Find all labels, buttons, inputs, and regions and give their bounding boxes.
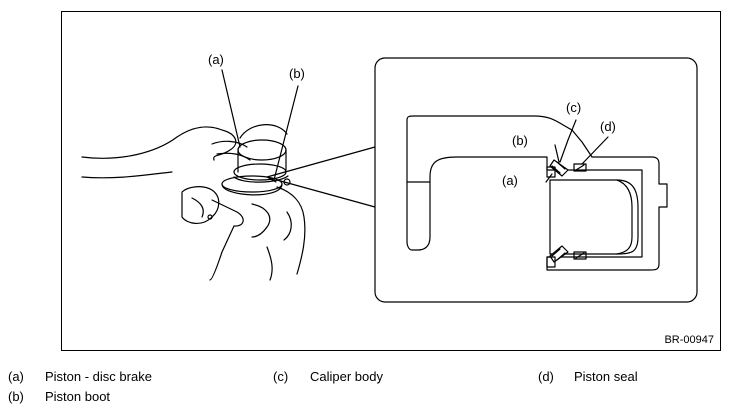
callout-a-left: (a) [208, 52, 224, 67]
detail-box [374, 57, 698, 303]
legend-text-b: Piston boot [45, 389, 111, 404]
callout-c-detail: (c) [566, 100, 582, 115]
detail-callout-leaders [545, 119, 609, 183]
legend-text-a: Piston - disc brake [45, 369, 152, 384]
callout-d-detail: (d) [600, 119, 616, 134]
legend-key-c: (c) [273, 369, 289, 384]
illustration [81, 57, 698, 303]
legend-key-d: (d) [538, 369, 554, 384]
figure-id: BR-00947 [664, 334, 714, 346]
callout-b-left: (b) [289, 66, 305, 81]
caliper-cross-section [406, 115, 668, 271]
callout-a-detail: (a) [502, 173, 518, 188]
legend-text-d: Piston seal [574, 369, 638, 384]
callout-b-detail: (b) [512, 133, 528, 148]
legend-key-a: (a) [8, 369, 24, 384]
zoom-lines [266, 146, 376, 208]
hands-installation-drawing [81, 124, 306, 281]
left-callout-leaders [221, 69, 299, 181]
legend-text-c: Caliper body [310, 369, 383, 384]
figure-frame: (a) (b) (c) (d) (b) (a) BR-00947 [61, 11, 721, 351]
legend-key-b: (b) [8, 389, 24, 404]
